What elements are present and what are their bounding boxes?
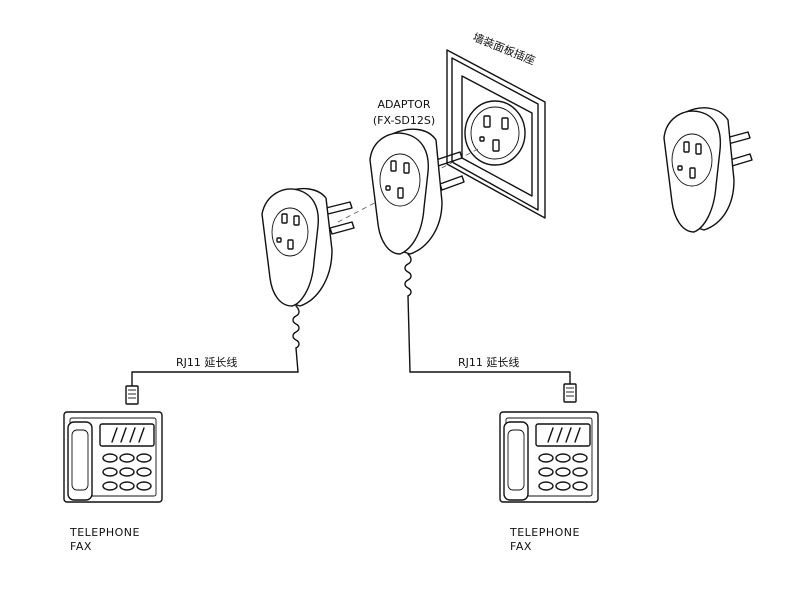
rj11-plug-left — [125, 385, 139, 405]
cable-right — [409, 371, 571, 385]
rj11-plug-right — [563, 383, 577, 403]
wall-socket-panel — [446, 49, 546, 219]
device-right-line1: TELEPHONE — [509, 526, 580, 539]
adaptor-standalone — [663, 107, 753, 233]
telephone-right — [499, 411, 599, 503]
cable-left — [131, 371, 299, 387]
wall-socket-label: 墙装面板插座 — [471, 30, 537, 68]
adaptor-title: ADAPTOR — [378, 98, 431, 111]
adaptor-center — [369, 128, 465, 373]
telephone-left — [63, 411, 163, 503]
adaptor-model: (FX-SD12S) — [373, 114, 435, 127]
adaptor-left — [261, 187, 355, 373]
device-right-line2: FAX — [510, 540, 532, 553]
cable-right-label: RJ11 延长线 — [458, 355, 519, 369]
device-left-line1: TELEPHONE — [69, 526, 140, 539]
cable-left-label: RJ11 延长线 — [176, 355, 237, 369]
device-left-line2: FAX — [70, 540, 92, 553]
